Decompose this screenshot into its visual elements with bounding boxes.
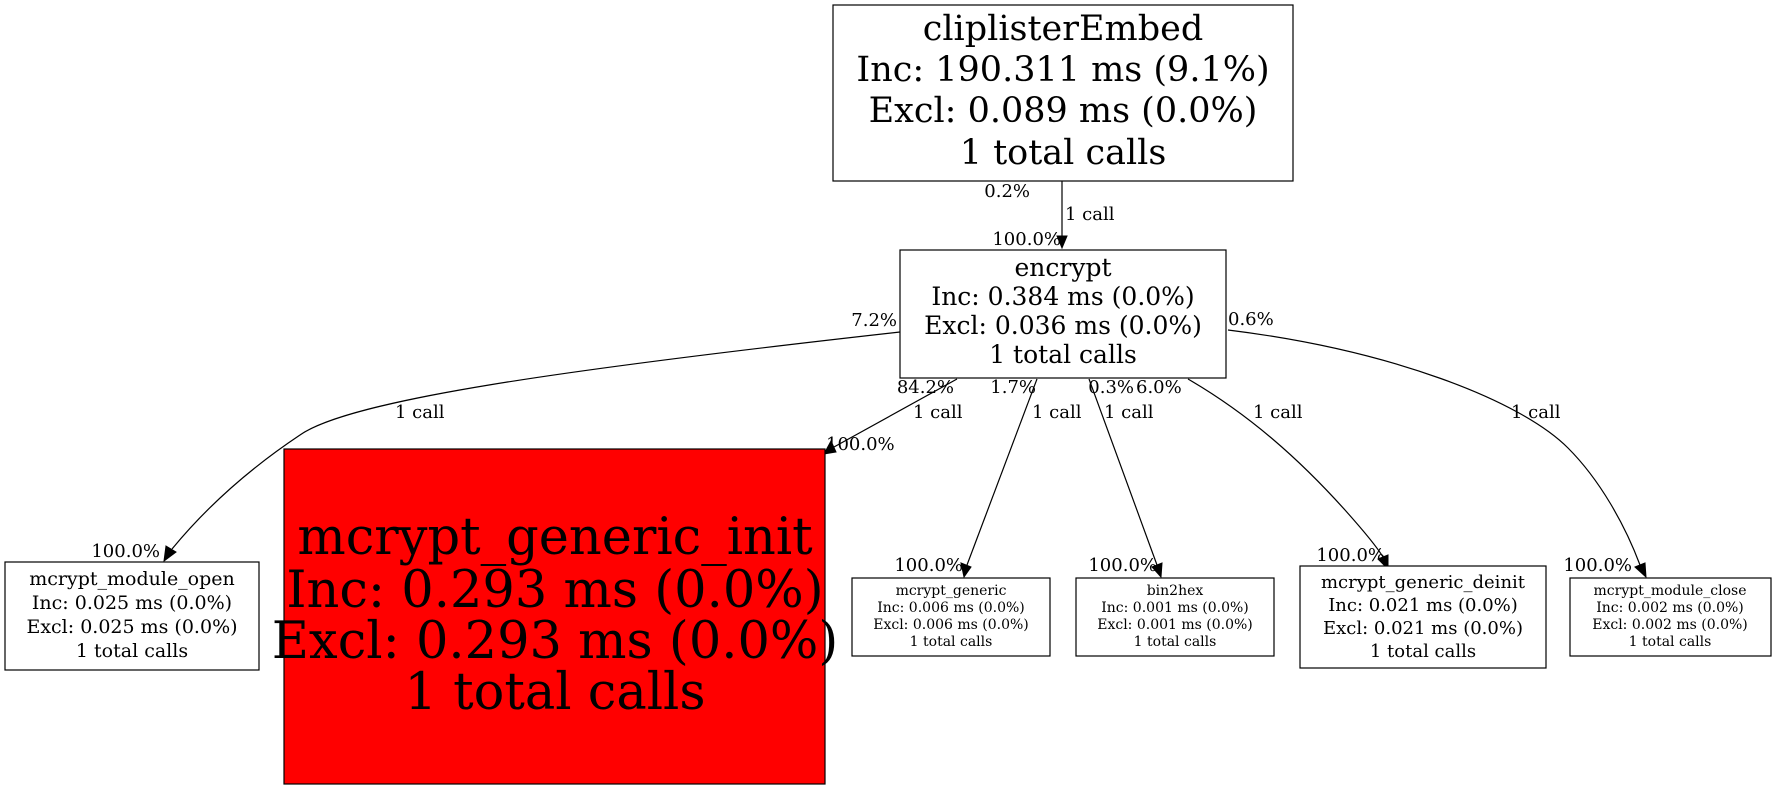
edge-call-count: 1 call <box>1104 402 1154 423</box>
node-name: mcrypt_generic <box>896 583 1007 599</box>
edge-from-pct: 1.7% <box>990 377 1036 398</box>
node-calls: 1 total calls <box>1134 634 1217 650</box>
node-calls: 1 total calls <box>404 663 705 722</box>
node-inc: Inc: 0.293 ms (0.0%) <box>286 561 823 620</box>
edge-call-count: 1 call <box>1065 204 1115 225</box>
node-excl: Excl: 0.293 ms (0.0%) <box>272 612 839 671</box>
edge-call-count: 1 call <box>1511 402 1561 423</box>
node-excl: Excl: 0.006 ms (0.0%) <box>873 617 1029 633</box>
node-name: mcrypt_module_close <box>1594 583 1747 599</box>
edge-call-count: 1 call <box>395 402 445 423</box>
edge-encrypt-generic-deinit: 6.0% 1 call 100.0% <box>1136 377 1389 571</box>
node-mcrypt-module-close[interactable]: mcrypt_module_close Inc: 0.002 ms (0.0%)… <box>1569 577 1772 657</box>
edge-encrypt-generic-init: 84.2% 1 call 100.0% <box>823 377 963 455</box>
node-inc: Inc: 0.021 ms (0.0%) <box>1328 595 1518 616</box>
node-inc: Inc: 0.006 ms (0.0%) <box>877 600 1025 616</box>
edge-from-pct: 0.3% <box>1088 377 1134 398</box>
node-excl: Excl: 0.089 ms (0.0%) <box>869 91 1258 131</box>
edge-encrypt-module-open: 7.2% 1 call 100.0% <box>91 310 901 563</box>
node-excl: Excl: 0.021 ms (0.0%) <box>1323 618 1523 639</box>
edge-call-count: 1 call <box>913 402 963 423</box>
edge-from-pct: 7.2% <box>851 310 897 331</box>
node-excl: Excl: 0.002 ms (0.0%) <box>1592 617 1748 633</box>
node-name: encrypt <box>1014 253 1111 282</box>
edge-encrypt-generic: 1.7% 1 call 100.0% <box>894 377 1082 579</box>
edge-to-pct: 100.0% <box>91 541 160 562</box>
node-inc: Inc: 0.002 ms (0.0%) <box>1596 600 1744 616</box>
node-bin2hex[interactable]: bin2hex Inc: 0.001 ms (0.0%) Excl: 0.001… <box>1075 577 1275 657</box>
edge-encrypt-module-close: 0.6% 1 call 100.0% <box>1227 309 1647 579</box>
edge-from-pct: 0.6% <box>1228 309 1274 330</box>
edge-to-pct: 100.0% <box>1316 545 1385 566</box>
edge-to-pct: 100.0% <box>826 434 895 455</box>
node-mcrypt-generic-deinit[interactable]: mcrypt_generic_deinit Inc: 0.021 ms (0.0… <box>1299 565 1547 669</box>
node-calls: 1 total calls <box>76 640 188 662</box>
node-name: mcrypt_generic_deinit <box>1321 572 1526 593</box>
node-calls: 1 total calls <box>960 133 1167 173</box>
node-inc: Inc: 190.311 ms (9.1%) <box>856 50 1269 90</box>
node-mcrypt-generic-init[interactable]: mcrypt_generic_init Inc: 0.293 ms (0.0%)… <box>272 448 839 785</box>
node-name: mcrypt_generic_init <box>297 508 813 567</box>
node-calls: 1 total calls <box>1370 641 1476 662</box>
node-name: cliplisterEmbed <box>923 9 1204 49</box>
edge-call-count: 1 call <box>1253 402 1303 423</box>
node-excl: Excl: 0.036 ms (0.0%) <box>924 311 1202 340</box>
edge-from-pct: 84.2% <box>897 377 954 398</box>
edge-to-pct: 100.0% <box>1563 555 1632 576</box>
node-calls: 1 total calls <box>1629 634 1712 650</box>
edge-to-pct: 100.0% <box>992 229 1061 250</box>
edge-to-pct: 100.0% <box>894 555 963 576</box>
edge-encrypt-bin2hex: 0.3% 1 call 100.0% <box>1088 377 1163 579</box>
node-encrypt[interactable]: encrypt Inc: 0.384 ms (0.0%) Excl: 0.036… <box>899 249 1227 379</box>
edge-call-count: 1 call <box>1032 402 1082 423</box>
node-inc: Inc: 0.001 ms (0.0%) <box>1101 600 1249 616</box>
node-mcrypt-module-open[interactable]: mcrypt_module_open Inc: 0.025 ms (0.0%) … <box>4 561 260 671</box>
node-excl: Excl: 0.001 ms (0.0%) <box>1097 617 1253 633</box>
node-inc: Inc: 0.025 ms (0.0%) <box>32 592 232 614</box>
edge-from-pct: 0.2% <box>984 181 1030 202</box>
node-calls: 1 total calls <box>910 634 993 650</box>
edge-from-pct: 6.0% <box>1136 377 1182 398</box>
node-name: bin2hex <box>1147 583 1204 599</box>
node-name: mcrypt_module_open <box>29 568 235 590</box>
node-mcrypt-generic[interactable]: mcrypt_generic Inc: 0.006 ms (0.0%) Excl… <box>851 577 1051 657</box>
node-calls: 1 total calls <box>989 340 1137 369</box>
edge-root-encrypt: 0.2% 1 call 100.0% <box>984 181 1115 250</box>
node-excl: Excl: 0.025 ms (0.0%) <box>26 616 237 638</box>
node-inc: Inc: 0.384 ms (0.0%) <box>931 282 1194 311</box>
node-cliplisterembed[interactable]: cliplisterEmbed Inc: 190.311 ms (9.1%) E… <box>832 4 1294 182</box>
edge-to-pct: 100.0% <box>1088 555 1157 576</box>
